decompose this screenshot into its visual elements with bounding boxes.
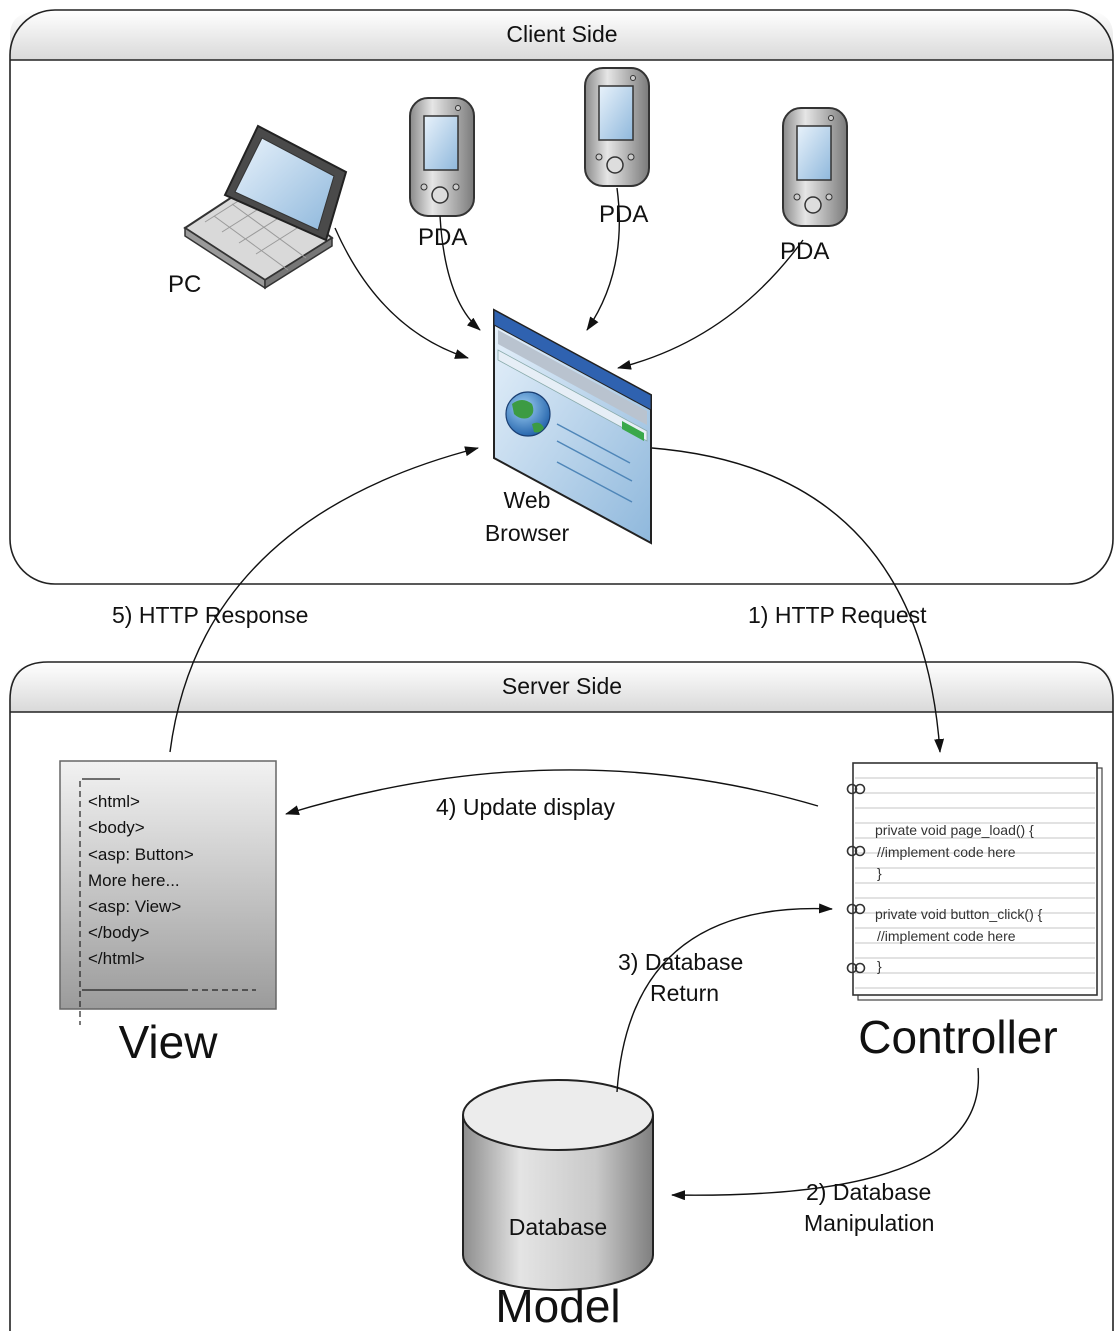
laptop-icon bbox=[183, 124, 348, 290]
view-document-icon bbox=[59, 760, 277, 1025]
client-side-panel: Client Side bbox=[9, 9, 1114, 585]
http-request-label: 1) HTTP Request bbox=[748, 602, 927, 628]
controller-code-line: } bbox=[877, 865, 882, 881]
view-code-line: <html> bbox=[88, 792, 140, 811]
pc-label: PC bbox=[168, 271, 201, 298]
arrow-database-manipulation bbox=[671, 1067, 980, 1201]
controller-code-line: //implement code here bbox=[877, 928, 1016, 944]
pda-label-3: PDA bbox=[780, 238, 829, 265]
arrow-http-response bbox=[169, 446, 479, 753]
arrow-pda1-to-browser bbox=[439, 215, 481, 331]
update-display-label: 4) Update display bbox=[436, 794, 615, 820]
arrow-pda2-to-browser bbox=[586, 187, 621, 331]
model-title: Model bbox=[495, 1280, 620, 1331]
pda-icon-2 bbox=[584, 67, 650, 187]
view-code-line: <body> bbox=[88, 818, 145, 837]
view-code-line: </html> bbox=[88, 949, 145, 968]
database-manipulation-label-line1: 2) Database bbox=[806, 1179, 931, 1205]
view-title: View bbox=[119, 1016, 219, 1068]
database-return-label-line1: 3) Database bbox=[618, 949, 743, 975]
controller-notepad-icon bbox=[846, 762, 1103, 1001]
server-side-panel: Server Side bbox=[9, 661, 1114, 1331]
arrow-database-return bbox=[616, 903, 833, 1093]
http-response-label: 5) HTTP Response bbox=[112, 602, 308, 628]
arrow-http-request bbox=[651, 447, 945, 753]
controller-title: Controller bbox=[858, 1011, 1057, 1063]
database-return-label-line2: Return bbox=[650, 980, 719, 1006]
pda-icon-3 bbox=[782, 107, 848, 227]
controller-code-line: private void button_click() { bbox=[875, 906, 1043, 922]
controller-code-line: private void page_load() { bbox=[875, 822, 1034, 838]
view-code-line: <asp: View> bbox=[88, 897, 181, 916]
database-cylinder-icon bbox=[462, 1079, 654, 1291]
controller-code-line: //implement code here bbox=[877, 844, 1016, 860]
database-manipulation-label-line2: Manipulation bbox=[804, 1210, 934, 1236]
client-arrows bbox=[334, 187, 804, 370]
view-code-line: </body> bbox=[88, 923, 150, 942]
flow-arrows bbox=[169, 446, 980, 1201]
server-side-title: Server Side bbox=[502, 673, 622, 699]
controller-code-line: } bbox=[877, 958, 882, 974]
database-label: Database bbox=[509, 1214, 607, 1240]
view-code-line: More here... bbox=[88, 871, 180, 890]
pda-label-2: PDA bbox=[599, 201, 648, 228]
web-browser-label-line2: Browser bbox=[485, 520, 570, 546]
web-browser-icon bbox=[493, 308, 652, 545]
arrow-pc-to-browser bbox=[334, 227, 469, 359]
view-code-line: <asp: Button> bbox=[88, 845, 194, 864]
web-browser-label-line1: Web bbox=[504, 487, 551, 513]
arrow-update-display bbox=[285, 769, 819, 815]
client-side-title: Client Side bbox=[506, 21, 617, 47]
arrow-pda3-to-browser bbox=[617, 239, 804, 370]
pda-icon-1 bbox=[409, 97, 475, 217]
